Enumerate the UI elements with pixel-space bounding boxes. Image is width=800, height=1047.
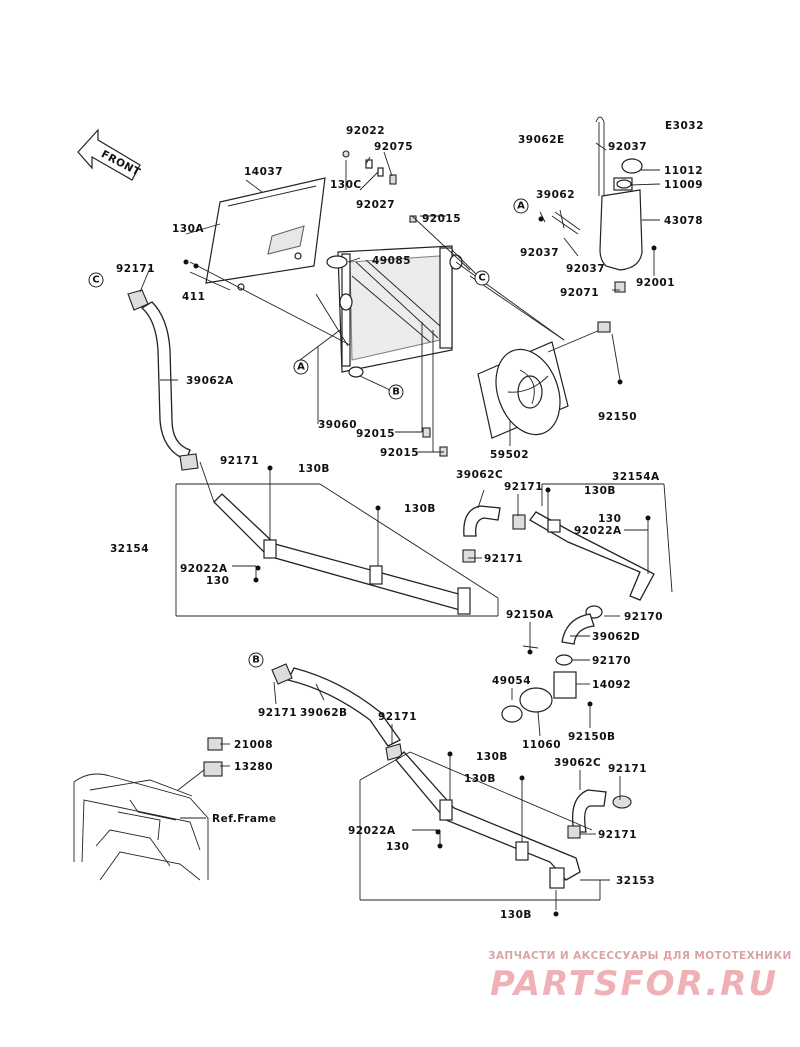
pipe-32154 [213,493,526,615]
label-92015-top: 92015 [422,213,461,225]
circle-marker-a-radiator: A [293,359,309,375]
label-92037-right: 92037 [566,263,605,275]
label-92001: 92001 [636,277,675,289]
label-92071: 92071 [560,287,599,299]
label-39062C: 39062C [456,469,503,481]
label-92027: 92027 [356,199,395,211]
thermostat-housing [501,613,595,723]
cooling-fan [477,321,611,439]
label-411: 411 [182,291,205,303]
svg-text:B: B [392,387,400,398]
svg-text:C: C [92,275,99,286]
label-130A: 130A [172,223,204,235]
label-130B-c: 130B [584,485,616,497]
label-92171-f: 92171 [378,711,417,723]
label-130B-e: 130B [464,773,496,785]
label-130C: 130C [330,179,362,191]
label-92171-e: 92171 [258,707,297,719]
label-130-c: 130 [386,841,409,853]
label-92171-top: 92171 [116,263,155,275]
label-11012: 11012 [664,165,703,177]
label-130B-a: 130B [298,463,330,475]
circle-marker-b-radiator: B [388,384,404,400]
label-49085: 49085 [372,255,411,267]
label-14092: 14092 [592,679,631,691]
label-92015-mid: 92015 [356,428,395,440]
leader-lines [139,142,673,910]
label-11009: 11009 [664,179,703,191]
label-92150: 92150 [598,411,637,423]
label-39062A: 39062A [186,375,234,387]
label-59502: 59502 [490,449,529,461]
label-39062D: 39062D [592,631,640,643]
circle-marker-c-radiator: C [474,270,490,286]
label-92171-h: 92171 [598,829,637,841]
label-32154: 32154 [110,543,149,555]
watermark-logo: PARTSFOR.RU [490,964,779,1004]
svg-text:A: A [297,362,305,373]
circle-marker-c-hose: C [88,272,104,288]
label-39062: 39062 [536,189,575,201]
label-32153: 32153 [616,875,655,887]
svg-text:A: A [517,201,525,212]
label-92170-a: 92170 [624,611,663,623]
label-92037-top: 92037 [608,141,647,153]
label-130-a: 130 [206,575,229,587]
label-ref-frame: Ref.Frame [212,813,277,825]
front-arrow-icon: FRONT [77,128,143,181]
frame-sketch [73,773,209,881]
label-92022: 92022 [346,125,385,137]
svg-text:B: B [252,655,260,666]
label-92170-b: 92170 [592,655,631,667]
radiator-cap [326,255,348,269]
label-49054: 49054 [492,675,531,687]
pipe-32153 [395,751,632,889]
radiator [337,245,463,378]
label-39060: 39060 [318,419,357,431]
label-92171-mid: 92171 [220,455,259,467]
label-39062C-lower: 39062C [554,757,601,769]
label-21008: 21008 [234,739,273,751]
label-92015-bottom: 92015 [380,447,419,459]
label-130B-b: 130B [404,503,436,515]
label-14037: 14037 [244,166,283,178]
reservoir-tank [551,116,643,293]
label-92171-g: 92171 [608,763,647,775]
label-43078: 43078 [664,215,703,227]
bolt-group [342,150,397,185]
label-92150A: 92150A [506,609,554,621]
label-92171-d: 92171 [484,553,523,565]
label-39062B: 39062B [300,707,348,719]
label-92022A-b: 92022A [574,525,622,537]
label-13280: 13280 [234,761,273,773]
label-32154A: 32154A [612,471,660,483]
label-39062E: 39062E [518,134,565,146]
figure-code: E3032 [665,120,704,132]
svg-text:C: C [478,273,485,284]
part-labels: 92022 92075 130C 92027 14037 130A 411 92… [110,125,703,921]
label-92022A-a: 92022A [180,563,228,575]
label-92022A-c: 92022A [348,825,396,837]
label-130B-f: 130B [500,909,532,921]
circle-marker-b-hose: B [248,652,264,668]
label-11060: 11060 [522,739,561,751]
label-130-b: 130 [598,513,621,525]
label-92171-c: 92171 [504,481,543,493]
label-130B-d: 130B [476,751,508,763]
circle-marker-a-top: A [513,198,529,214]
hose-39062A [140,301,191,461]
label-92150B: 92150B [568,731,616,743]
watermark-tagline: ЗАПЧАСТИ И АКСЕССУАРЫ ДЛЯ МОТОТЕХНИКИ [488,950,792,962]
radiator-screen [205,177,326,291]
fasteners [183,216,657,917]
label-92037-left: 92037 [520,247,559,259]
label-92075: 92075 [374,141,413,153]
hose-39062B [287,667,401,747]
